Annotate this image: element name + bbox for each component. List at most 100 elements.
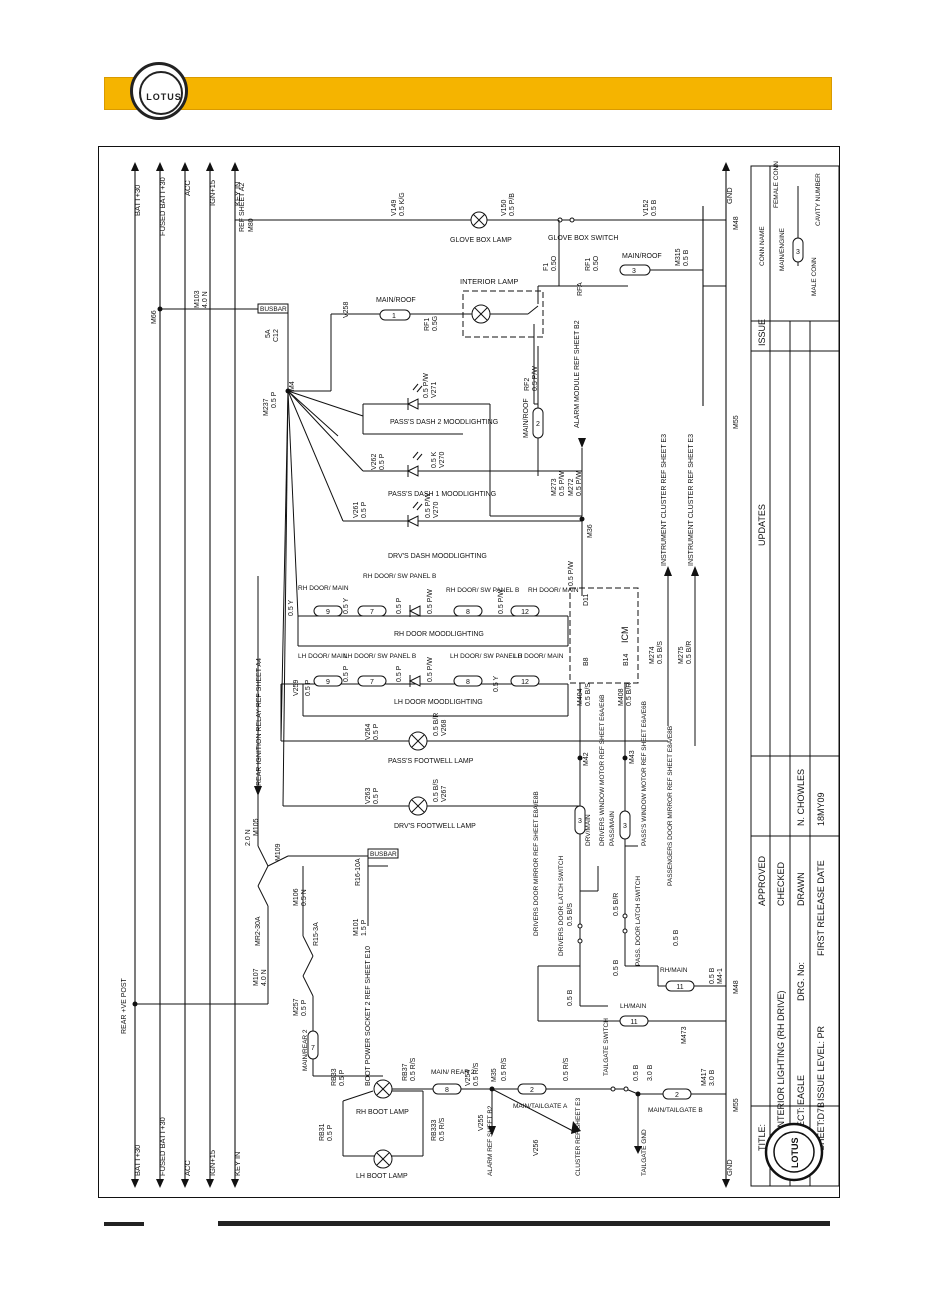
- conn-cavity: 8: [466, 609, 470, 616]
- m48-label: M48: [733, 980, 740, 994]
- legend-cavity: CAVITY NUMBER: [815, 173, 822, 226]
- wire-label: RB31: [319, 1123, 326, 1141]
- lotus-logo: LOTUS: [130, 62, 188, 120]
- wire-label: 3.0 B: [647, 1064, 654, 1081]
- wire-label: 0.5 P: [396, 665, 403, 682]
- wire-label: 0.5 B: [673, 929, 680, 946]
- conn-cavity: 7: [311, 1045, 315, 1052]
- icm-pin: B8: [583, 657, 590, 666]
- glove-box-circuit: [235, 211, 726, 287]
- rear-post-label: REAR +VE POST: [121, 977, 128, 1034]
- tailgate-switch-label: TAILGATE SWITCH: [603, 1018, 610, 1076]
- rail-label: BATT+30: [133, 185, 142, 216]
- rail-labels: BATT+30 FUSED BATT+30 ACC IGN+15 KEY IN …: [133, 177, 242, 1176]
- wire-label: 0.5 Y: [493, 675, 500, 692]
- drv-latch-label: DRIVERS DOOR LATCH SWITCH: [558, 855, 565, 956]
- wire-label: V256: [533, 1140, 540, 1156]
- wire-label: 0.5 B/R: [433, 713, 440, 736]
- inst-cluster-ref: INSTRUMENT CLUSTER REF SHEET E3: [688, 434, 695, 566]
- wire-label: 0.5 B: [709, 967, 716, 984]
- wiring-diagram-sheet: BATT+30 FUSED BATT+30 ACC IGN+15 KEY IN …: [98, 146, 840, 1198]
- wire-label: M237: [263, 398, 270, 416]
- wire-label: 2.0 N: [245, 829, 252, 846]
- title-label: TITLE:: [757, 1124, 767, 1151]
- interior-lamp-circuit: [330, 220, 628, 416]
- m42-label: M42: [583, 752, 590, 766]
- wire-label: RF1: [585, 258, 592, 271]
- wire-label: M272: [568, 478, 575, 496]
- boot-power-ref: BOOT POWER SOCKET 2 REF SHEET E10: [365, 946, 372, 1086]
- release-date-value: 18MY09: [816, 792, 826, 826]
- busbar-label: BUSBAR: [260, 306, 287, 313]
- wire-label: 0.5 B/S: [585, 683, 592, 706]
- checked-label: CHECKED: [776, 861, 786, 906]
- power-rails: [134, 166, 236, 1186]
- m4-label: M4: [289, 381, 296, 391]
- header-bar: [104, 77, 832, 110]
- junction-dot: [157, 306, 163, 312]
- lh-door-row: [280, 675, 569, 741]
- ref-arrow: [578, 438, 586, 448]
- corner-logo-text: LOTUS: [790, 1138, 800, 1169]
- m55-label: M55: [733, 1098, 740, 1112]
- conn-label: MAIN/ REAR 2: [431, 1069, 475, 1076]
- m43-label: M43: [629, 750, 636, 764]
- fuse-label: R16-10A: [355, 858, 362, 886]
- sheet-label: SHEET:D7B: [816, 1102, 826, 1151]
- drv-window-ref: DRIVERS WINDOW MOTOR REF SHEET E6A/E6B: [599, 695, 606, 846]
- conn-cavity: 12: [521, 679, 529, 686]
- wire-label: 0.5 B/S: [657, 641, 664, 664]
- wire-label: 0.5 P: [361, 501, 368, 518]
- gnd-label: GND: [725, 187, 734, 204]
- wire-label: V254: [465, 1070, 472, 1086]
- conn-label: MAIN/ROOF: [622, 253, 662, 260]
- ground-rails: [702, 166, 727, 1186]
- drv-footwell-label: DRV'S FOOTWELL LAMP: [394, 823, 476, 830]
- rh-door-main-label: RH DOOR/ MAIN: [298, 585, 349, 592]
- conn-main-tailgate-b-2: [662, 1088, 692, 1100]
- junction-rear-post: [132, 1001, 138, 1007]
- wire-label: 0.5 N: [301, 889, 308, 906]
- conn-pass-main-3: [619, 810, 631, 840]
- drawn-by-value: N. CHOWLES: [796, 769, 806, 826]
- wire-label: 0.5 P: [327, 1124, 334, 1141]
- conn-cavity: 8: [466, 679, 470, 686]
- conn-label: LH/MAIN: [620, 1003, 647, 1010]
- first-release-label: FIRST RELEASE DATE: [816, 860, 826, 956]
- wire-label: M105: [253, 818, 260, 836]
- interior-lamp-label: INTERIOR LAMP: [460, 277, 518, 286]
- wire-label: 0.5 P: [301, 999, 308, 1016]
- rh-door-sw-label: RH DOOR/ SW PANEL B: [446, 587, 519, 594]
- lh-boot-lamp-label: LH BOOT LAMP: [356, 1173, 408, 1180]
- legend-male: MALE CONN: [811, 257, 818, 296]
- legend-conn-name: CONN NAME: [759, 226, 766, 266]
- conn-cavity: 12: [521, 609, 529, 616]
- corner-logo: LOTUS: [764, 1122, 824, 1182]
- glove-box-lamp-label: GLOVE BOX LAMP: [450, 237, 512, 244]
- conn-lh-main-11: [619, 1015, 649, 1027]
- rail-arrow: [231, 162, 239, 171]
- conn-main-roof-2: [532, 407, 544, 439]
- wire-label: RB333: [431, 1119, 438, 1141]
- ref-sheet-a2: REF SHEET A2: [239, 183, 246, 232]
- wire-label: V258: [343, 302, 350, 318]
- wire-label: M275: [678, 646, 685, 664]
- wire-label: 0.5 R/S: [473, 1062, 480, 1086]
- fuse-label: R15-3A: [313, 922, 320, 946]
- connector-legend: 3 CONN NAME MAIN/ENGINE FEMALE CONN CAVI…: [759, 161, 822, 296]
- wire-label: V150: [501, 200, 508, 216]
- project-label: PROJECT: EAGLE: [796, 1075, 806, 1151]
- wire-label: RB33: [331, 1068, 338, 1086]
- wire-label: 0.5 P/W: [423, 373, 430, 398]
- alarm-module-ref: ALARM MODULE REF SHEET B2: [574, 320, 581, 428]
- rail-arrow: [156, 1179, 164, 1188]
- wire-label: M315: [675, 248, 682, 266]
- rail-arrow: [181, 1179, 189, 1188]
- wire-label: 0.5 P/W: [425, 493, 432, 518]
- wire-label: 0.5 P: [373, 787, 380, 804]
- m55-label: M55: [733, 415, 740, 429]
- rail-label: ACC: [183, 180, 192, 196]
- alarm-ref: ALARM REF SHEET B2: [487, 1105, 494, 1176]
- m66-label: M66: [151, 310, 158, 324]
- wire-label: 0.5O: [551, 255, 558, 271]
